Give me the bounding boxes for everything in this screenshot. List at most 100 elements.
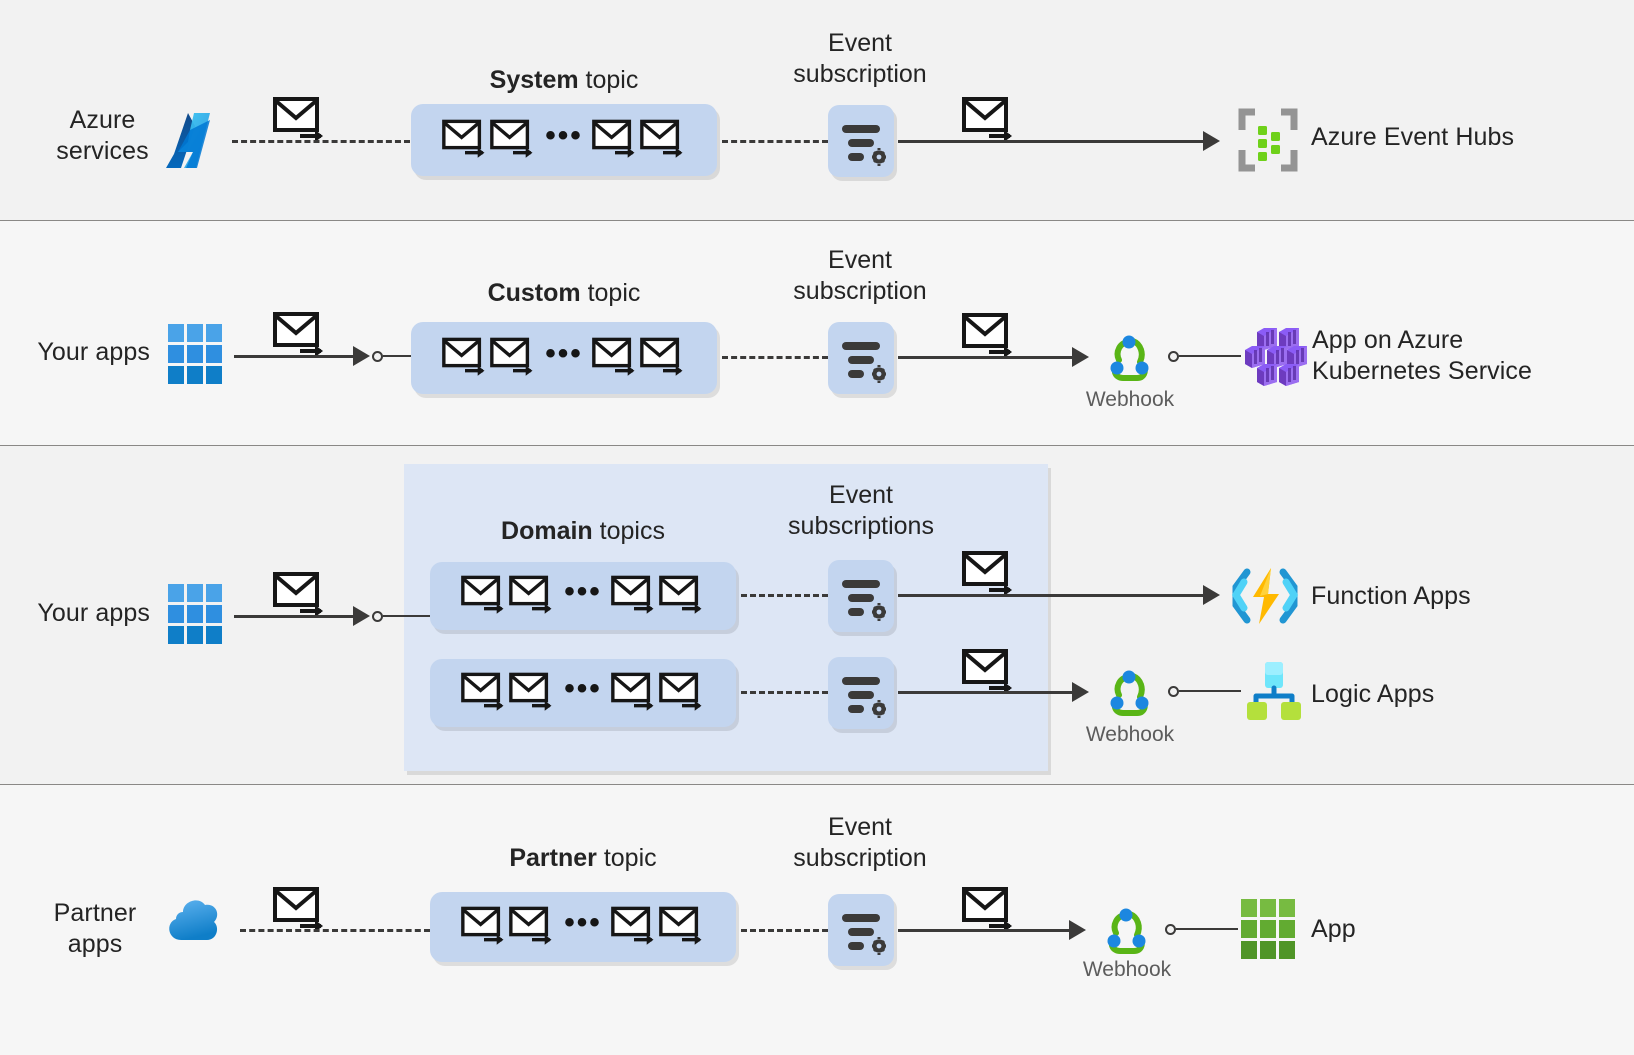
divider-3	[0, 784, 1634, 785]
event-envelope-icon	[509, 906, 552, 945]
endpoint-circle-custom	[372, 351, 383, 362]
arrowhead-system-handler	[1203, 131, 1220, 151]
event-envelope-icon	[962, 887, 1015, 934]
event-envelope-icon	[273, 97, 326, 144]
topic-box-domain-2[interactable]: •••	[430, 659, 736, 727]
azure-logo-icon	[166, 110, 222, 170]
topic-title-system: System topic	[411, 65, 717, 95]
event-envelope-icon	[658, 575, 702, 614]
function-apps-icon	[1231, 565, 1299, 627]
topic-title-bold-custom: Custom	[487, 279, 581, 307]
topic-title-bold-partner: Partner	[509, 844, 597, 872]
connector-webhook-to-handler-custom	[1179, 355, 1241, 357]
event-envelope-icon	[442, 119, 485, 158]
event-envelope-icon	[490, 337, 533, 376]
topic-box-partner[interactable]: •••	[430, 892, 736, 962]
arrowhead-partner-webhook	[1069, 920, 1086, 940]
topic-box-custom[interactable]: •••	[411, 322, 717, 394]
connector-topic-to-subscription-partner	[741, 929, 828, 932]
event-envelope-icon	[610, 575, 654, 614]
source-label-domain: Your apps	[37, 599, 150, 627]
aks-containers-icon	[1243, 328, 1307, 386]
connector-subscription-to-webhook-partner	[898, 929, 1073, 932]
divider-1	[0, 220, 1634, 221]
connector-subscription-to-handler-system	[898, 140, 1208, 143]
subscription-tile-domain-1[interactable]	[828, 560, 894, 632]
topic-ellipsis-partner: •••	[564, 906, 602, 939]
endpoint-circle-domain-handler	[1168, 686, 1179, 697]
event-envelope-icon	[591, 119, 635, 158]
app-grid-blue-icon	[167, 323, 225, 385]
connector-source-to-topic-system	[232, 140, 410, 143]
azure-event-hubs-icon	[1238, 108, 1298, 172]
endpoint-circle-custom-handler	[1168, 351, 1179, 362]
event-envelope-icon	[639, 337, 683, 376]
filter-gear-icon	[842, 342, 886, 383]
handler-label-partner: App	[1311, 915, 1356, 943]
topic-title-partner: Partner topic	[430, 843, 736, 873]
event-envelope-icon	[962, 97, 1015, 144]
event-envelope-icon	[461, 575, 504, 614]
handler-label-system: Azure Event Hubs	[1311, 123, 1515, 151]
connector-circle-to-topic-custom	[383, 355, 411, 357]
arrowhead-domain-webhook	[1072, 682, 1089, 702]
event-envelope-icon	[610, 906, 654, 945]
band-custom	[0, 221, 1634, 445]
topic-ellipsis-system: •••	[545, 119, 583, 152]
connector-source-to-topic-partner	[240, 929, 430, 932]
subscription-tile-custom[interactable]	[828, 322, 894, 394]
event-envelope-icon	[273, 312, 326, 359]
event-envelope-icon	[273, 572, 326, 619]
connector-topic-to-subscription-domain-2	[741, 691, 828, 694]
event-envelope-icon	[442, 337, 485, 376]
topic-ellipsis-domain-1: •••	[564, 575, 602, 608]
event-envelope-icon	[509, 672, 552, 711]
arrowhead-domain-function-apps	[1203, 585, 1220, 605]
source-label-system: Azure services	[56, 106, 149, 165]
band-system	[0, 0, 1634, 220]
topic-box-domain-1[interactable]: •••	[430, 562, 736, 630]
event-envelope-icon	[461, 906, 504, 945]
event-envelope-icon	[639, 119, 683, 158]
event-envelope-icon	[658, 672, 702, 711]
topic-ellipsis-custom: •••	[545, 337, 583, 370]
band-partner	[0, 785, 1634, 1055]
event-envelope-icon	[962, 649, 1015, 696]
webhook-caption-partner: Webhook	[1082, 958, 1172, 981]
arrowhead-domain-source	[353, 606, 370, 626]
event-envelope-icon	[962, 313, 1015, 360]
topic-title-rest-custom: topic	[580, 279, 641, 307]
topic-title-domain: Domain topics	[430, 516, 736, 546]
connector-topic-to-subscription-system	[722, 140, 828, 143]
connector-webhook-to-handler-partner	[1176, 928, 1238, 930]
webhook-caption-domain: Webhook	[1085, 723, 1175, 746]
topic-title-rest-domain: topics	[592, 517, 665, 545]
connector-subscription-to-webhook-domain-2	[898, 691, 1076, 694]
webhook-icon	[1097, 903, 1155, 957]
subscription-tile-system[interactable]	[828, 105, 894, 177]
subscription-tile-partner[interactable]	[828, 894, 894, 966]
filter-gear-icon	[842, 677, 886, 718]
app-grid-blue-icon	[167, 583, 225, 645]
arrowhead-custom-webhook	[1072, 347, 1089, 367]
subscription-label-domain: Event subscriptions	[788, 481, 934, 540]
topic-box-system[interactable]: •••	[411, 104, 717, 176]
subscription-label-custom: Event subscription	[793, 246, 927, 305]
connector-circle-to-domain	[383, 615, 431, 617]
connector-webhook-to-handler-domain	[1179, 690, 1241, 692]
app-grid-green-icon	[1240, 898, 1298, 960]
connector-subscription-to-webhook-custom	[898, 356, 1076, 359]
topic-ellipsis-domain-2: •••	[564, 672, 602, 705]
topic-title-bold-domain: Domain	[501, 517, 593, 545]
event-envelope-icon	[591, 337, 635, 376]
cloud-icon	[163, 896, 229, 954]
endpoint-circle-domain	[372, 611, 383, 622]
connector-topic-to-subscription-domain-1	[741, 594, 828, 597]
topic-title-bold-system: System	[489, 66, 579, 94]
subscription-tile-domain-2[interactable]	[828, 657, 894, 729]
webhook-icon	[1100, 330, 1158, 384]
handler-label-custom: App on Azure Kubernetes Service	[1312, 326, 1532, 385]
event-envelope-icon	[490, 119, 533, 158]
event-envelope-icon	[962, 551, 1015, 598]
